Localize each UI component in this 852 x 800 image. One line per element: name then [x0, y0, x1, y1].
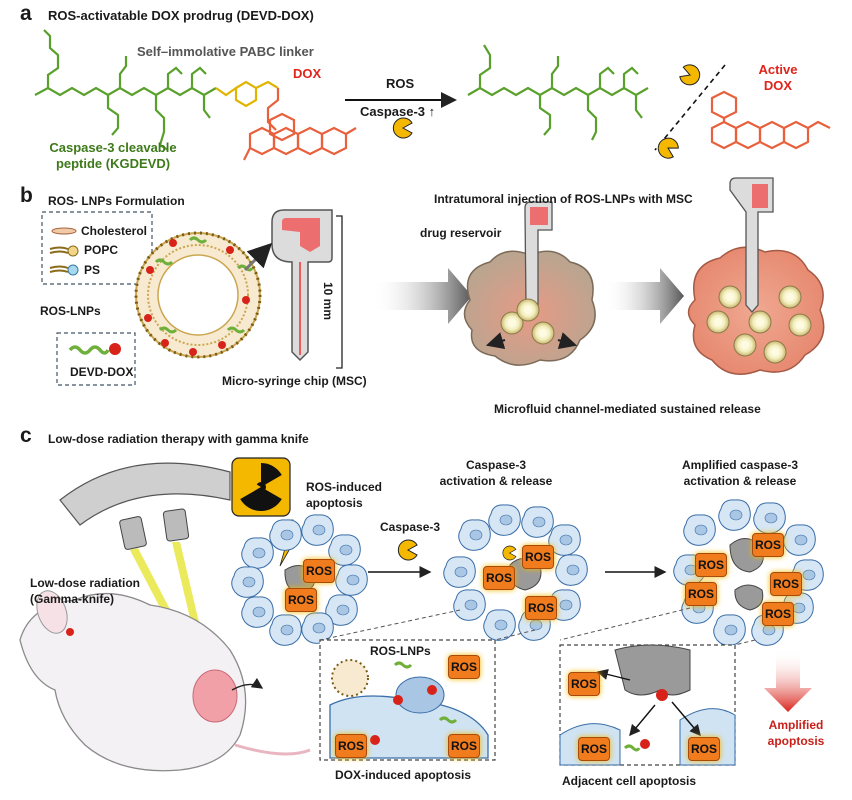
scale-label: 10 mm: [321, 282, 335, 321]
formulation-title: ROS- LNPs Formulation: [48, 194, 185, 208]
lnp-cargo: [144, 239, 250, 356]
cleavage-line: [654, 64, 726, 151]
cell-cluster-1: [231, 514, 368, 646]
popc-icon: [49, 245, 79, 257]
peptide-label-line1: Caspase-3 cleavable: [49, 140, 177, 155]
radiation-label-line1: Low-dose radiation: [30, 576, 141, 590]
legend-cholesterol: Cholesterol: [81, 224, 148, 238]
dox-apoptosis-label: DOX-induced apoptosis: [335, 768, 472, 782]
dox-structure: [243, 88, 357, 161]
inset-connectors: [319, 607, 756, 646]
dox-label: DOX: [293, 66, 322, 81]
active-dox-line1: Active: [758, 62, 798, 77]
ros-tag: ROS: [448, 734, 480, 758]
caspase-pacman-icon: [397, 539, 418, 561]
radiation-label-line2: (Gamma-knife): [30, 592, 115, 606]
active-dox-structure: [710, 90, 831, 150]
ros-tag: ROS: [578, 737, 610, 761]
panel-letter-c: c: [20, 424, 32, 447]
cholesterol-icon: [51, 227, 77, 235]
release-label: Microfluid channel-mediated sustained re…: [494, 402, 761, 416]
ros-tag: ROS: [762, 602, 794, 626]
peptide-label-line2: peptide (KGDEVD): [55, 156, 171, 171]
ros-tag: ROS: [752, 533, 784, 557]
ros-tag: ROS: [285, 588, 317, 612]
linker-label: Self–immolative PABC linker: [137, 44, 314, 59]
ros-tag: ROS: [568, 672, 600, 696]
caspase-pacman-icon: [654, 134, 682, 162]
legend-popc: POPC: [84, 243, 119, 257]
caspase-label: Caspase-3: [380, 520, 441, 534]
ps-icon: [49, 264, 79, 276]
lnp-label: ROS-LNPs: [40, 304, 101, 318]
inset-lnp-label: ROS-LNPs: [370, 644, 431, 658]
ros-tag: ROS: [335, 734, 367, 758]
msc-chip-icon: [271, 209, 333, 362]
prodrug-label: DEVD-DOX: [70, 365, 134, 379]
ros-tag: ROS: [525, 596, 557, 620]
zoom-arrow: [243, 242, 273, 272]
active-dox-line2: DOX: [763, 78, 793, 93]
panel-a-title: ROS-activatable DOX prodrug (DEVD-DOX): [48, 8, 314, 23]
cell-cluster-3: [673, 499, 824, 646]
process-arrow: [604, 268, 684, 324]
prodrug-box: [56, 332, 136, 386]
cell-cluster-2: [443, 504, 588, 641]
ros-apoptosis-line2: apoptosis: [306, 496, 363, 510]
activation-line2: activation & release: [439, 474, 553, 488]
cleaved-peptide-structure: [467, 44, 649, 141]
chip-label: Micro-syringe chip (MSC): [222, 374, 367, 388]
ros-tag: ROS: [695, 553, 727, 577]
lnp-particle: [134, 231, 262, 359]
amplified-activation-line2: activation & release: [683, 474, 797, 488]
amplified-activation-line1: Amplified caspase-3: [681, 458, 799, 472]
adjacent-apoptosis-label: Adjacent cell apoptosis: [562, 774, 697, 788]
dox-dot-icon: [109, 343, 121, 355]
pabc-linker: [215, 80, 279, 108]
injection-title: Intratumoral injection of ROS-LNPs with …: [434, 192, 693, 206]
arrow-ros-label: ROS: [386, 76, 415, 91]
ros-tag: ROS: [770, 572, 802, 596]
tumor-injection: [463, 201, 596, 366]
process-arrow: [372, 268, 472, 324]
tumor-pointer-arrow: [231, 677, 264, 691]
caspase-pacman-icon: [392, 117, 413, 139]
ros-tag: ROS: [688, 737, 720, 761]
ros-tag: ROS: [685, 582, 717, 606]
scale-bar: [336, 215, 343, 369]
ros-tag: ROS: [448, 655, 480, 679]
radiation-icon: [231, 457, 291, 517]
amplified-apoptosis-line2: apoptosis: [767, 734, 825, 748]
amplified-apoptosis-line1: Amplified: [768, 718, 824, 732]
mouse-icon: [19, 590, 311, 772]
tumor-sustained-release: [687, 177, 825, 375]
peptide-icon: [68, 345, 110, 355]
reservoir-label: drug reservoir: [420, 226, 502, 240]
ros-tag: ROS: [483, 566, 515, 590]
legend-ps: PS: [84, 263, 101, 277]
activation-line1: Caspase-3: [465, 458, 527, 472]
ros-apoptosis-line1: ROS-induced: [306, 480, 383, 494]
panel-c-title: Low-dose radiation therapy with gamma kn…: [48, 432, 309, 446]
caspase-pacman-icon: [677, 62, 703, 89]
panel-letter-a: a: [20, 2, 32, 25]
peptide-structure: [34, 29, 217, 151]
panel-letter-b: b: [20, 184, 33, 207]
amplified-arrow: [764, 650, 812, 712]
ros-tag: ROS: [303, 559, 335, 583]
arrow-caspase-label: Caspase-3 ↑: [360, 104, 436, 119]
ros-tag: ROS: [522, 545, 554, 569]
